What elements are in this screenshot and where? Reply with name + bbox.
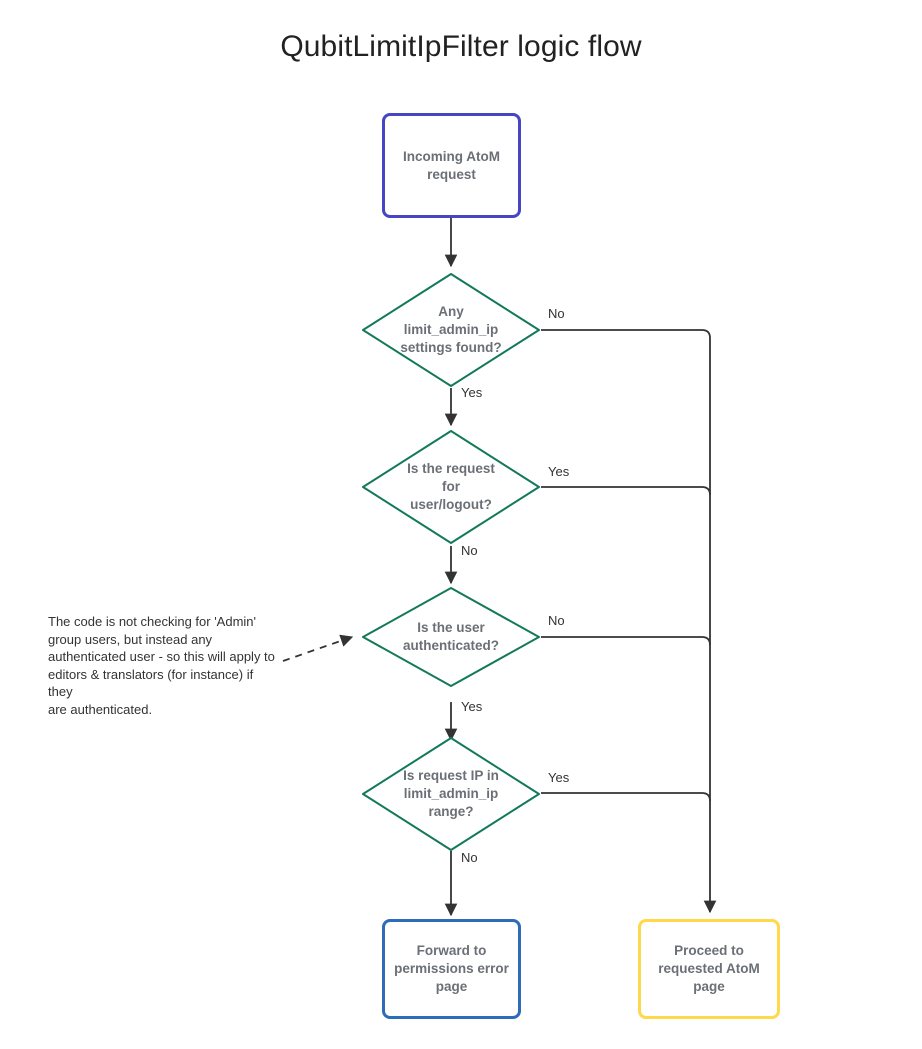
node-proceed-requested-atom-page[interactable]: Proceed to requested AtoM page [638,919,780,1019]
node-decision-ip-in-range[interactable]: Is request IP in limit_admin_ip range? [361,736,541,852]
edge-label-settings-yes: Yes [459,385,485,400]
node-label: Forward to permissions error page [394,943,509,994]
diamond-shape [362,273,540,387]
node-decision-settings-found[interactable]: Any limit_admin_ip settings found? [361,272,541,388]
node-incoming-atom-request[interactable]: Incoming AtoM request [382,113,521,218]
node-decision-user-logout[interactable]: Is the request for user/logout? [361,429,541,545]
edge-ip-yes-to-proceed [541,792,711,802]
diamond-shape [362,737,540,851]
node-label: Proceed to requested AtoM page [658,943,760,994]
edge-note-to-auth-dashed [282,634,354,662]
node-forward-permissions-error-page[interactable]: Forward to permissions error page [382,919,521,1019]
edge-label-ip-yes: Yes [546,770,572,785]
node-label: Any limit_admin_ip settings found? [400,304,502,355]
node-label: Incoming AtoM request [403,148,500,182]
edge-logout-yes-to-proceed [541,486,711,496]
node-label: Is request IP in limit_admin_ip range? [403,768,499,819]
edge-label-logout-no: No [459,543,480,558]
page-title: QubitLimitIpFilter logic flow [280,30,642,63]
edge-label-auth-yes: Yes [459,699,485,714]
edge-label-settings-no: No [546,306,567,321]
edge-label-auth-no: No [546,613,567,628]
node-label: Is the user authenticated? [402,620,499,653]
edge-auth-no-to-proceed [541,636,711,646]
node-decision-user-authenticated[interactable]: Is the user authenticated? [361,586,541,688]
annotation-note: The code is not checking for 'Admin' gro… [48,614,275,717]
edge-label-logout-yes: Yes [546,464,572,479]
diamond-shape [362,587,540,687]
node-label: Is the request for user/logout? [407,461,495,512]
edge-label-ip-no: No [459,850,480,865]
diamond-shape [362,430,540,544]
